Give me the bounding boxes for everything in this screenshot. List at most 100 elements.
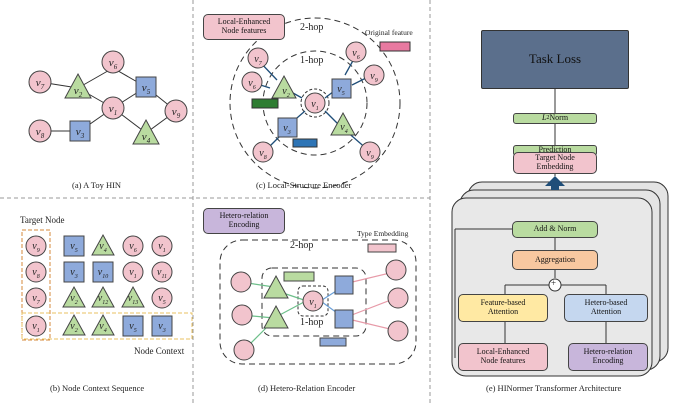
svg-text:v3: v3 bbox=[76, 126, 85, 140]
hop1-region-d bbox=[261, 267, 367, 337]
context-node bbox=[63, 261, 85, 283]
c-node-v3 bbox=[277, 117, 298, 138]
context-node bbox=[151, 235, 173, 257]
context-node-label: v1 bbox=[129, 267, 136, 280]
c-node-v4 bbox=[330, 111, 356, 136]
svg-text:v1: v1 bbox=[109, 103, 117, 117]
hop1-label-c: 1-hop bbox=[300, 55, 324, 66]
svg-text:v7: v7 bbox=[36, 77, 45, 91]
node-v6 bbox=[101, 50, 125, 74]
type-emb-blue bbox=[319, 337, 347, 347]
context-node bbox=[92, 261, 114, 283]
type-emb-green bbox=[283, 271, 315, 282]
aggregation-box: Aggregation bbox=[512, 250, 598, 270]
c-node-v1 bbox=[304, 92, 326, 114]
svg-text:v4: v4 bbox=[340, 122, 347, 135]
context-node-label: v5 bbox=[158, 293, 165, 306]
svg-text:v3: v3 bbox=[283, 123, 290, 136]
svg-text:v4: v4 bbox=[142, 131, 151, 145]
context-node-label: v6 bbox=[129, 241, 136, 254]
svg-text:v9: v9 bbox=[366, 148, 373, 161]
context-node bbox=[25, 235, 47, 257]
context-node bbox=[151, 261, 173, 283]
hetero-attention-box: Hetero-based Attention bbox=[564, 294, 648, 322]
arrow-up-stem bbox=[551, 184, 559, 190]
feature-bar-blue bbox=[292, 138, 318, 148]
context-node-label: v9 bbox=[32, 241, 39, 254]
context-node-label: v3 bbox=[70, 267, 77, 280]
feature-attention-box: Feature-based Attention bbox=[458, 294, 548, 322]
add-norm-box: Add & Norm bbox=[512, 221, 598, 238]
svg-text:v9: v9 bbox=[370, 71, 377, 84]
context-node bbox=[62, 313, 86, 336]
c-node-v8 bbox=[252, 141, 274, 163]
hetero-relation-tag: Hetero-relation Encoding bbox=[203, 208, 285, 234]
context-node-label: v8 bbox=[32, 267, 39, 280]
d-node-1 bbox=[230, 271, 252, 293]
svg-text:v2: v2 bbox=[282, 86, 289, 99]
context-node bbox=[121, 285, 145, 308]
hop2-label-d: 2-hop bbox=[290, 240, 314, 251]
original-feature-label: Original feature bbox=[365, 28, 413, 37]
svg-text:v6: v6 bbox=[352, 48, 359, 61]
plus-sign: + bbox=[551, 278, 557, 288]
toy-nodes bbox=[28, 50, 188, 145]
context-node bbox=[91, 285, 115, 308]
context-node-label: v2 bbox=[70, 321, 77, 334]
context-node-label: v10 bbox=[98, 267, 108, 280]
node-v7 bbox=[28, 70, 52, 94]
context-node-label: v1 bbox=[32, 321, 39, 334]
node-v2 bbox=[64, 72, 92, 99]
d-node-5 bbox=[387, 287, 409, 309]
c-node-v9-bottom bbox=[359, 141, 381, 163]
context-node bbox=[151, 315, 173, 337]
node-v1 bbox=[101, 96, 125, 120]
node-context-label: Node Context bbox=[134, 346, 185, 356]
context-node-label: v12 bbox=[98, 293, 108, 306]
context-node-label: v2 bbox=[70, 293, 77, 306]
hop2-region-d bbox=[219, 239, 417, 365]
context-node bbox=[122, 261, 144, 283]
svg-text:v6: v6 bbox=[248, 78, 255, 91]
d-node-2 bbox=[231, 304, 253, 326]
context-node-label: v5 bbox=[70, 241, 77, 254]
d-node-sq-1 bbox=[334, 275, 354, 295]
target-column-box bbox=[21, 229, 51, 341]
arrow-up-main bbox=[545, 176, 565, 186]
plus-node bbox=[548, 278, 562, 292]
caption-a: (a) A Toy HIN bbox=[72, 180, 122, 190]
target-embedding-box: Target Node Embedding bbox=[513, 152, 597, 174]
caption-d: (d) Hetero-Relation Encoder bbox=[258, 383, 356, 393]
hop1-label-d: 1-hop bbox=[300, 317, 324, 328]
node-v5 bbox=[135, 76, 157, 98]
node-v9 bbox=[164, 99, 188, 123]
context-node bbox=[25, 287, 47, 309]
c-node-v5 bbox=[331, 78, 352, 99]
context-node bbox=[25, 261, 47, 283]
c-node-v6-right bbox=[345, 41, 367, 63]
context-node bbox=[122, 315, 144, 337]
context-row-box bbox=[21, 312, 193, 340]
svg-text:v7: v7 bbox=[254, 54, 262, 67]
node-v4 bbox=[132, 118, 160, 145]
context-node-label: v13 bbox=[128, 293, 138, 306]
hop2-circle-c bbox=[229, 17, 401, 189]
caption-c: (c) Local-Structure Encoder bbox=[256, 180, 352, 190]
context-node bbox=[91, 313, 115, 336]
d-node-tri-1 bbox=[263, 274, 289, 299]
target-circle-c bbox=[300, 88, 330, 118]
svg-text:v2: v2 bbox=[74, 85, 83, 99]
context-node-label: v1 bbox=[158, 241, 165, 254]
c-node-v6-left bbox=[241, 71, 263, 93]
d-node-6 bbox=[387, 320, 409, 342]
c-node-v7 bbox=[247, 47, 269, 69]
context-node-label: v3 bbox=[158, 321, 165, 334]
context-node bbox=[122, 235, 144, 257]
context-node-label: v7 bbox=[32, 293, 40, 306]
target-region-d bbox=[297, 285, 329, 317]
context-node bbox=[63, 235, 85, 257]
d-node-sq-2 bbox=[334, 309, 354, 329]
svg-text:v5: v5 bbox=[142, 82, 151, 96]
